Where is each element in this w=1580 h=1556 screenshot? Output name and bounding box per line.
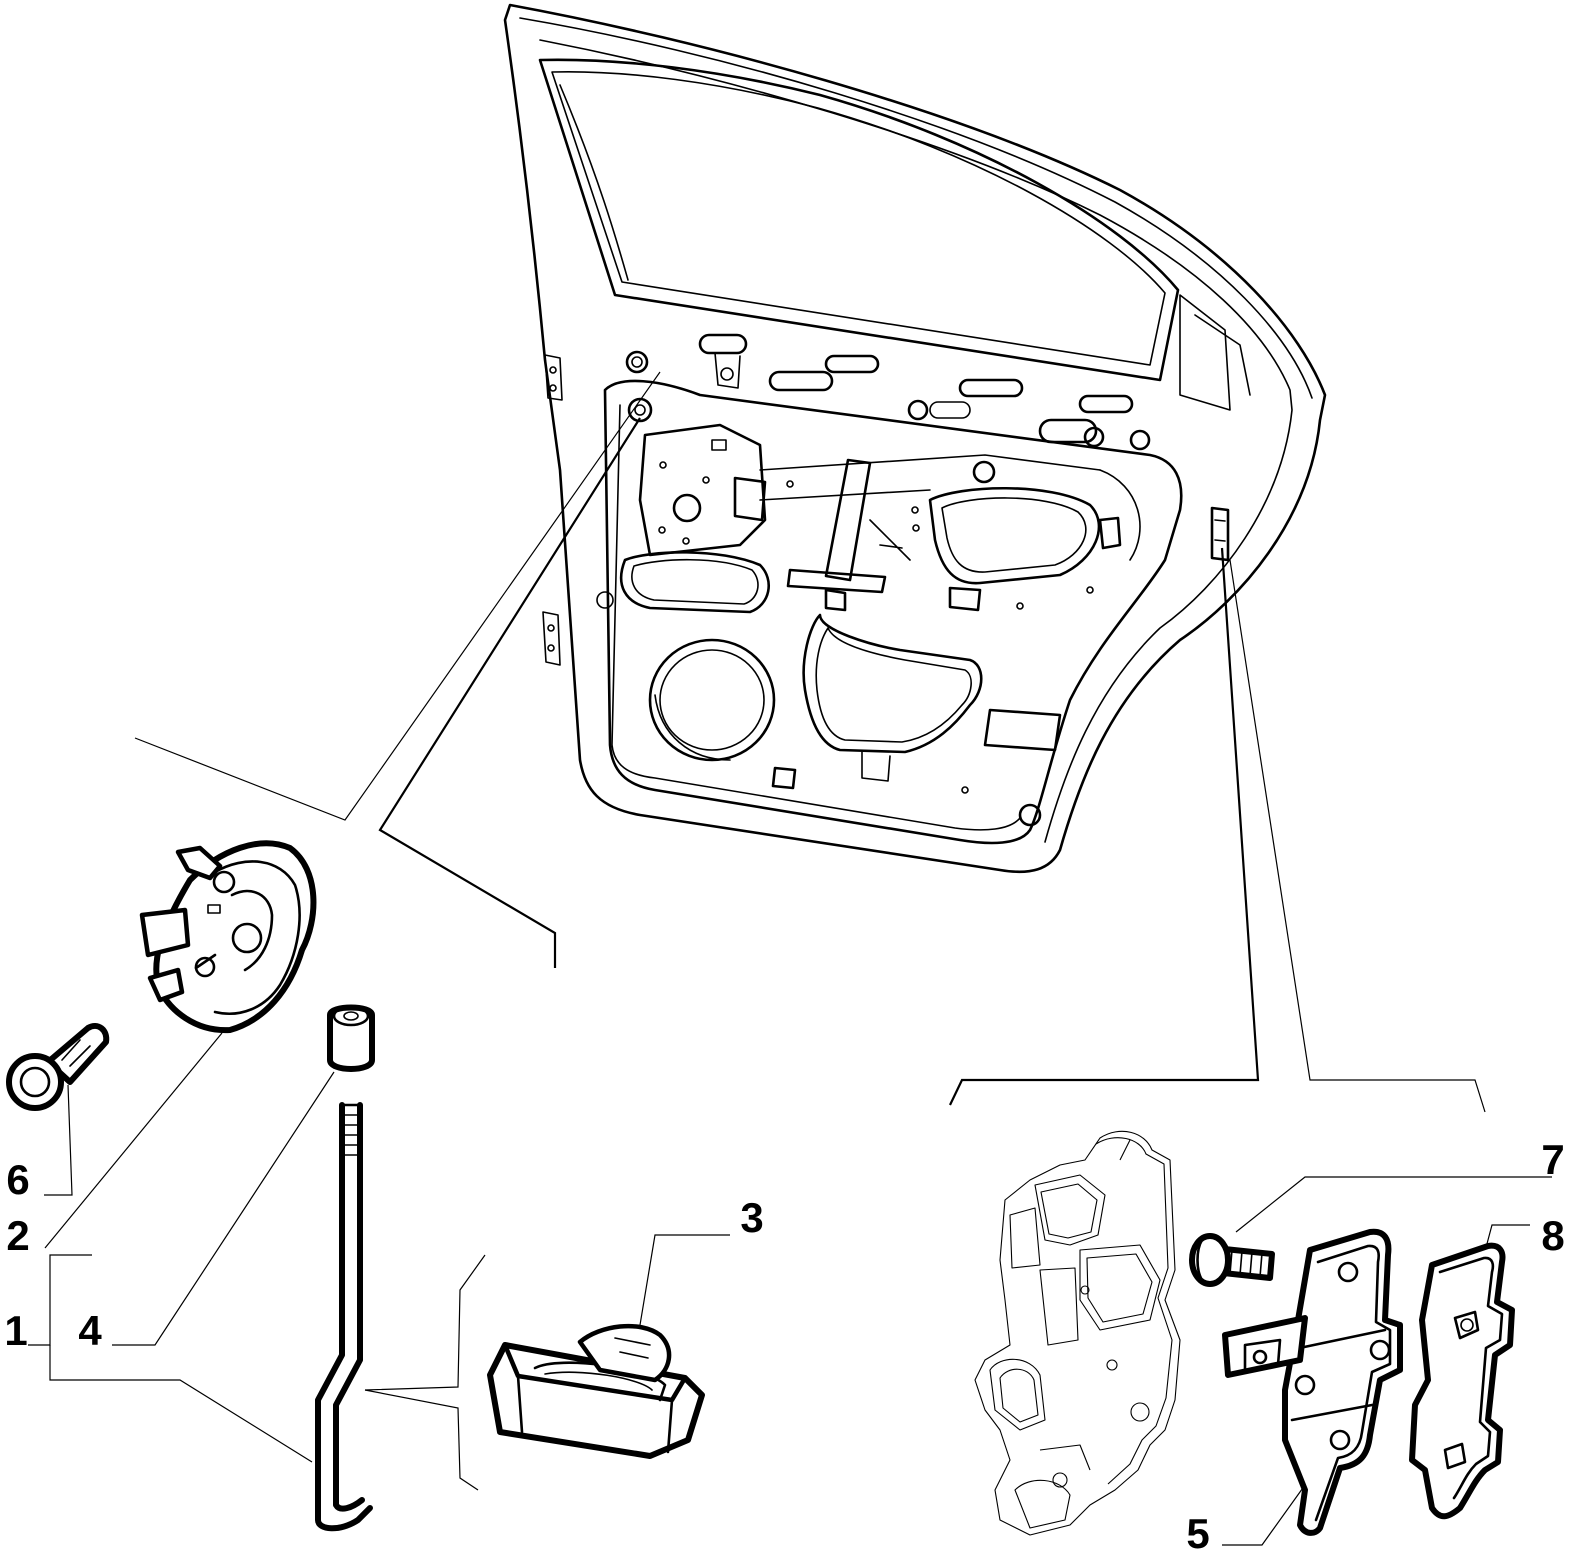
striker-plate-part [1222, 1228, 1403, 1536]
callout-labels: 6 2 1 4 3 7 8 5 [4, 1136, 1564, 1556]
rod-clip-part [487, 1323, 705, 1459]
screw-part [6, 1022, 110, 1111]
callout-1: 1 [4, 1307, 27, 1354]
callout-4: 4 [78, 1307, 102, 1354]
bolt-part [1189, 1233, 1275, 1287]
callout-6: 6 [6, 1156, 29, 1203]
callout-8: 8 [1541, 1212, 1564, 1259]
lock-body-ghost [974, 1130, 1181, 1536]
callout-7: 7 [1541, 1136, 1564, 1183]
callout-3: 3 [740, 1194, 763, 1241]
lock-cylinder-part [139, 840, 317, 1034]
callout-5: 5 [1186, 1510, 1209, 1556]
callout-2: 2 [6, 1212, 29, 1259]
sleeve-part [327, 1004, 375, 1072]
gasket-plate-part [1409, 1242, 1515, 1520]
leader-lines [28, 371, 1552, 1546]
rear-door-panel [503, 3, 1327, 874]
control-rod-part [315, 1102, 373, 1532]
